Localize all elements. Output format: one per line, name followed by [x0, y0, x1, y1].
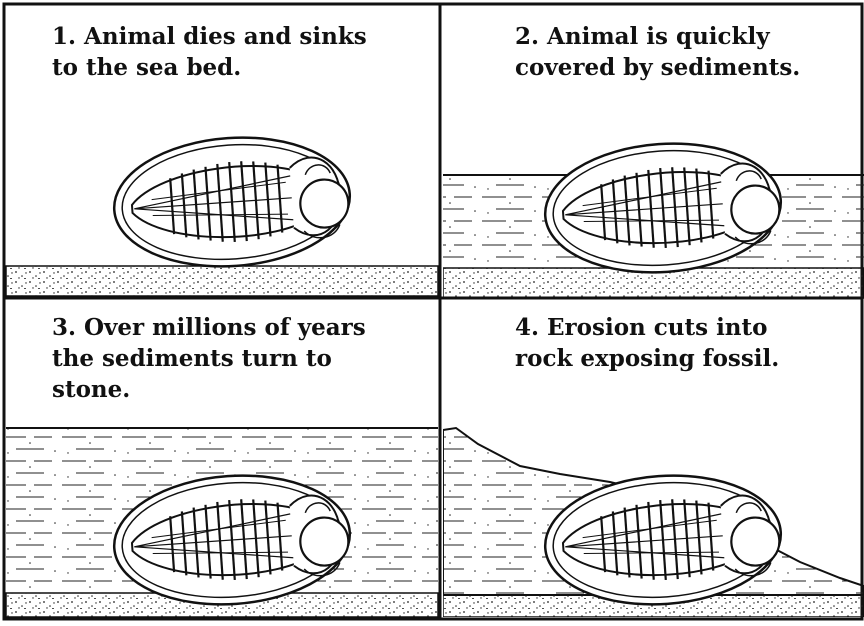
caption-line: covered by sediments.	[515, 52, 800, 83]
panel-4-scene	[443, 428, 864, 617]
panel-1-scene	[6, 130, 438, 296]
panel-3-scene	[6, 428, 438, 617]
panel-4-caption: 4. Erosion cuts into rock exposing fossi…	[515, 312, 779, 374]
trilobite-fossil-icon	[110, 130, 354, 274]
sand-seabed	[6, 266, 438, 296]
caption-line: the sediments turn to	[52, 343, 366, 374]
caption-line: to the sea bed.	[52, 52, 367, 83]
caption-line: 3. Over millions of years	[52, 312, 366, 343]
caption-line: stone.	[52, 374, 366, 405]
caption-line: rock exposing fossil.	[515, 343, 779, 374]
caption-line: 1. Animal dies and sinks	[52, 21, 367, 52]
panel-1-caption: 1. Animal dies and sinks to the sea bed.	[52, 21, 367, 83]
panel-2-caption: 2. Animal is quickly covered by sediment…	[515, 21, 800, 83]
panel-3-caption: 3. Over millions of years the sediments …	[52, 312, 366, 405]
panel-2-scene	[443, 136, 864, 298]
caption-line: 2. Animal is quickly	[515, 21, 800, 52]
caption-line: 4. Erosion cuts into	[515, 312, 779, 343]
